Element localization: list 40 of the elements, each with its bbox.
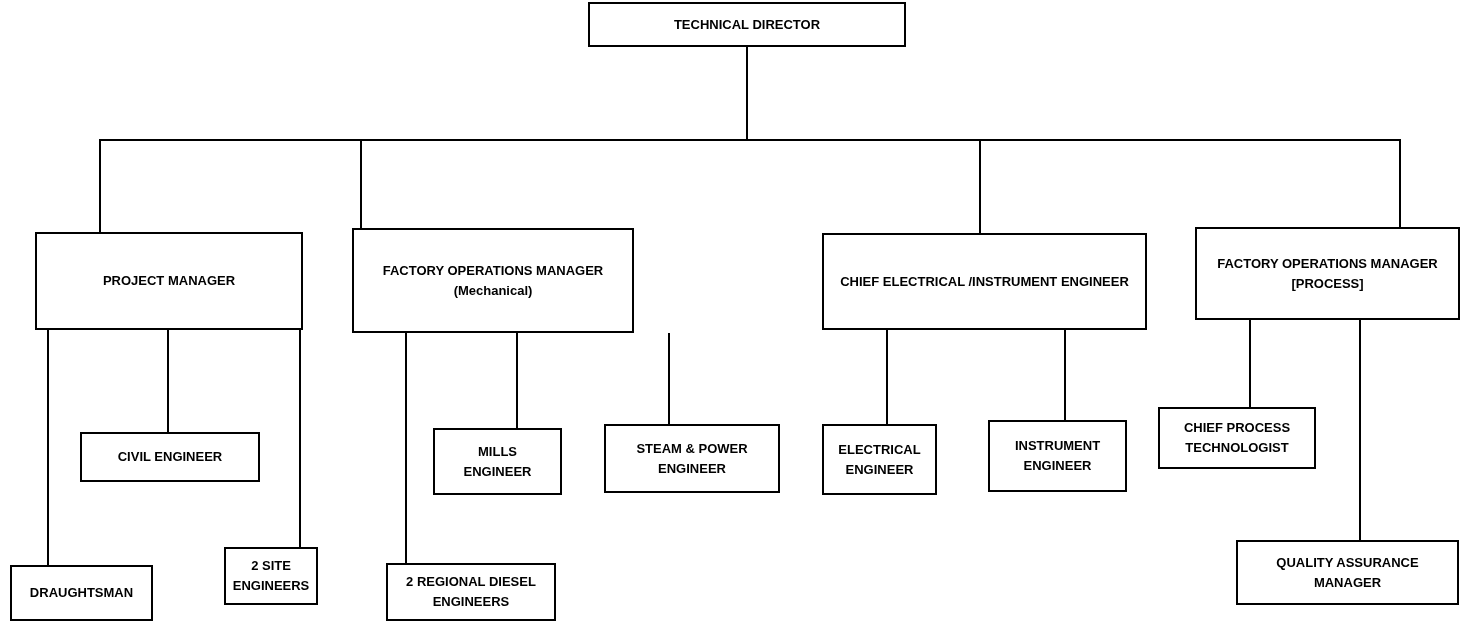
role-box (1158, 407, 1316, 469)
connector-line (299, 329, 301, 548)
role-box (35, 232, 303, 330)
connector-line (1359, 319, 1361, 541)
connector-line (1249, 319, 1251, 408)
role-title: 2 REGIONAL DIESEL ENGINEERS (405, 573, 537, 611)
role-title: ELECTRICAL ENGINEER (837, 440, 922, 479)
role-box (604, 424, 780, 493)
role-title: CHIEF PROCESS TECHNOLOGIST (1182, 419, 1292, 457)
connector-line (668, 332, 670, 425)
role-title: INSTRUMENT ENGINEER (1013, 437, 1102, 475)
role-title: PROJECT MANAGER (102, 272, 236, 290)
role-title: CHIEF ELECTRICAL /INSTRUMENT ENGINEER (840, 272, 1129, 291)
role-box (588, 2, 906, 47)
role-box (822, 424, 937, 495)
role-box (80, 432, 260, 482)
role-box (822, 233, 1147, 330)
role-box (10, 565, 153, 621)
role-title: 2 SITE ENGINEERS (232, 557, 310, 595)
role-title: TECHNICAL DIRECTOR (673, 15, 821, 34)
role-title: QUALITY ASSURANCE MANAGER (1275, 553, 1420, 592)
role-title: FACTORY OPERATIONS MANAGER [PROCESS] (1216, 254, 1439, 293)
role-title: CIVIL ENGINEER (117, 448, 223, 466)
role-title: MILLS ENGINEER (462, 442, 533, 481)
connector-line (47, 329, 49, 566)
connector-line (1064, 329, 1066, 421)
connector-line (405, 332, 407, 564)
role-title: DRAUGHTSMAN (29, 584, 134, 602)
role-box (386, 563, 556, 621)
role-box (433, 428, 562, 495)
role-box (988, 420, 1127, 492)
role-title: FACTORY OPERATIONS MANAGER (Mechanical) (381, 261, 605, 300)
connector-line (167, 329, 169, 433)
connector-line (516, 332, 518, 429)
role-box (1236, 540, 1459, 605)
role-box (352, 228, 634, 333)
role-title: STEAM & POWER ENGINEER (635, 439, 749, 478)
role-box (224, 547, 318, 605)
role-box (1195, 227, 1460, 320)
connector-line (886, 329, 888, 425)
